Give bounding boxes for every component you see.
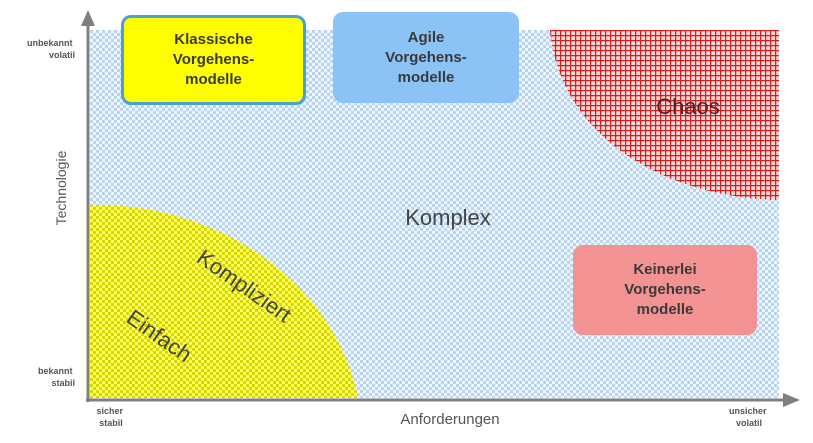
x-axis-right-label: unsicher volatil: [729, 406, 769, 428]
x-axis-arrowhead: [783, 393, 800, 407]
y-axis-arrowhead: [81, 10, 95, 26]
y-axis-title: Technologie: [53, 150, 69, 225]
y-axis-bottom-line-2: stabil: [51, 378, 75, 388]
x-axis-title: Anforderungen: [400, 411, 499, 428]
complex-label: Komplex: [405, 205, 491, 230]
chaos-label: Chaos: [656, 94, 720, 119]
y-axis-top-label: unbekannt volatil: [27, 38, 75, 60]
classic-models-box: Klassische Vorgehens- modelle: [121, 15, 306, 105]
y-axis-bottom-label: bekannt stabil: [38, 366, 75, 388]
y-axis-top-line-1: unbekannt: [27, 38, 73, 48]
x-axis-left-label: sicher stabil: [96, 406, 125, 428]
y-axis-bottom-line-1: bekannt: [38, 366, 73, 376]
x-axis-left-line-1: sicher: [96, 406, 123, 416]
x-axis-right-line-2: volatil: [736, 418, 762, 428]
y-axis-top-line-2: volatil: [49, 50, 75, 60]
agile-models-box: Agile Vorgehens- modelle: [333, 12, 519, 103]
complicated-region: [90, 204, 358, 398]
x-axis-left-line-2: stabil: [99, 418, 123, 428]
x-axis-right-line-1: unsicher: [729, 406, 767, 416]
no-models-box: Keinerlei Vorgehens- modelle: [573, 245, 757, 335]
chaos-region: [550, 30, 779, 200]
